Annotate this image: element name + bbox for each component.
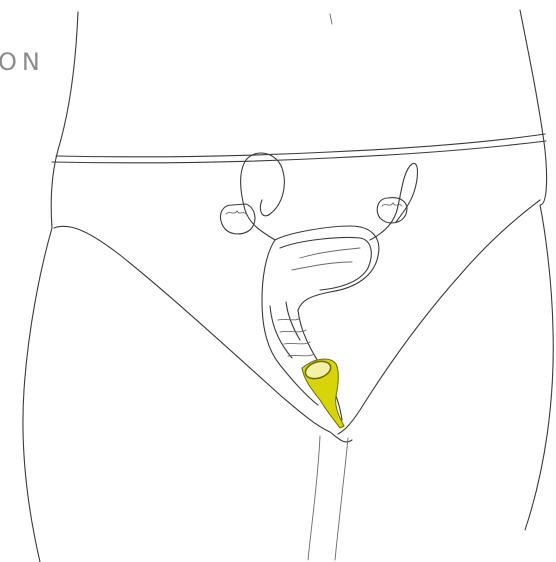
waistband (52, 134, 546, 163)
underwear-leg-lines (54, 200, 540, 560)
menstrual-cup (302, 358, 344, 428)
torso-outline (23, 10, 553, 562)
